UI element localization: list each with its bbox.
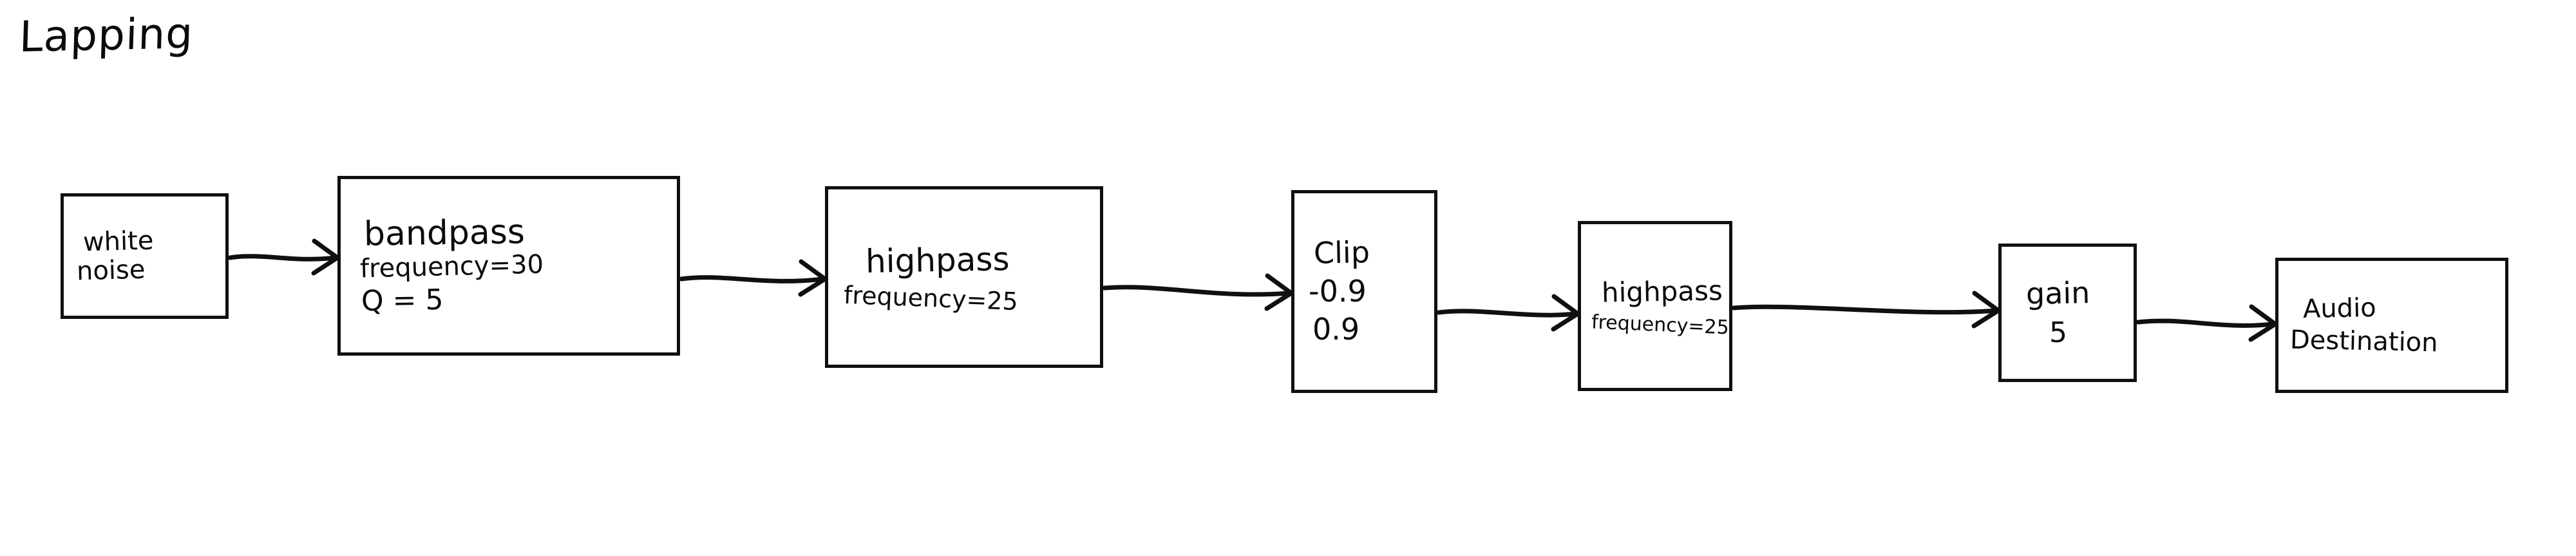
node-white-noise[interactable]: white noise <box>61 193 229 319</box>
node-gain-line-1: gain <box>2025 275 2090 311</box>
edge-white-noise-to-bandpass <box>227 238 340 276</box>
node-bandpass-line-2: frequency=30 <box>359 249 544 284</box>
edge-highpass-2-to-gain <box>1731 291 2001 329</box>
node-audio-destination-line-2: Destination <box>2289 325 2438 358</box>
node-audio-destination[interactable]: Audio Destination <box>2275 258 2508 393</box>
page-title: Lapping <box>18 8 194 62</box>
node-bandpass[interactable]: bandpass frequency=30 Q = 5 <box>337 176 680 356</box>
node-white-noise-line-1: white <box>82 225 155 258</box>
edge-clip-to-highpass-2 <box>1436 294 1580 332</box>
edge-highpass-1-to-clip <box>1102 273 1294 311</box>
node-highpass-2[interactable]: highpass frequency=25 <box>1578 221 1732 391</box>
edge-gain-to-audio-destination <box>2136 304 2278 342</box>
node-highpass-1-line-2: frequency=25 <box>843 280 1019 316</box>
node-clip-line-3: 0.9 <box>1312 312 1360 347</box>
node-clip-line-2: -0.9 <box>1309 273 1367 309</box>
node-gain[interactable]: gain 5 <box>1998 244 2137 382</box>
node-highpass-2-line-1: highpass <box>1601 274 1723 309</box>
node-highpass-2-line-2: frequency=25 <box>1591 311 1730 340</box>
node-clip[interactable]: Clip -0.9 0.9 <box>1291 190 1437 393</box>
node-audio-destination-line-1: Audio <box>2302 293 2377 325</box>
node-clip-line-1: Clip <box>1313 235 1370 271</box>
node-bandpass-line-1: bandpass <box>363 213 526 254</box>
node-bandpass-line-3: Q = 5 <box>361 283 444 318</box>
node-highpass-1-line-1: highpass <box>865 240 1010 280</box>
node-highpass-1[interactable]: highpass frequency=25 <box>825 186 1103 368</box>
node-gain-line-2: 5 <box>2049 316 2067 349</box>
node-white-noise-line-2: noise <box>76 254 146 286</box>
edge-bandpass-to-highpass-1 <box>679 259 828 297</box>
